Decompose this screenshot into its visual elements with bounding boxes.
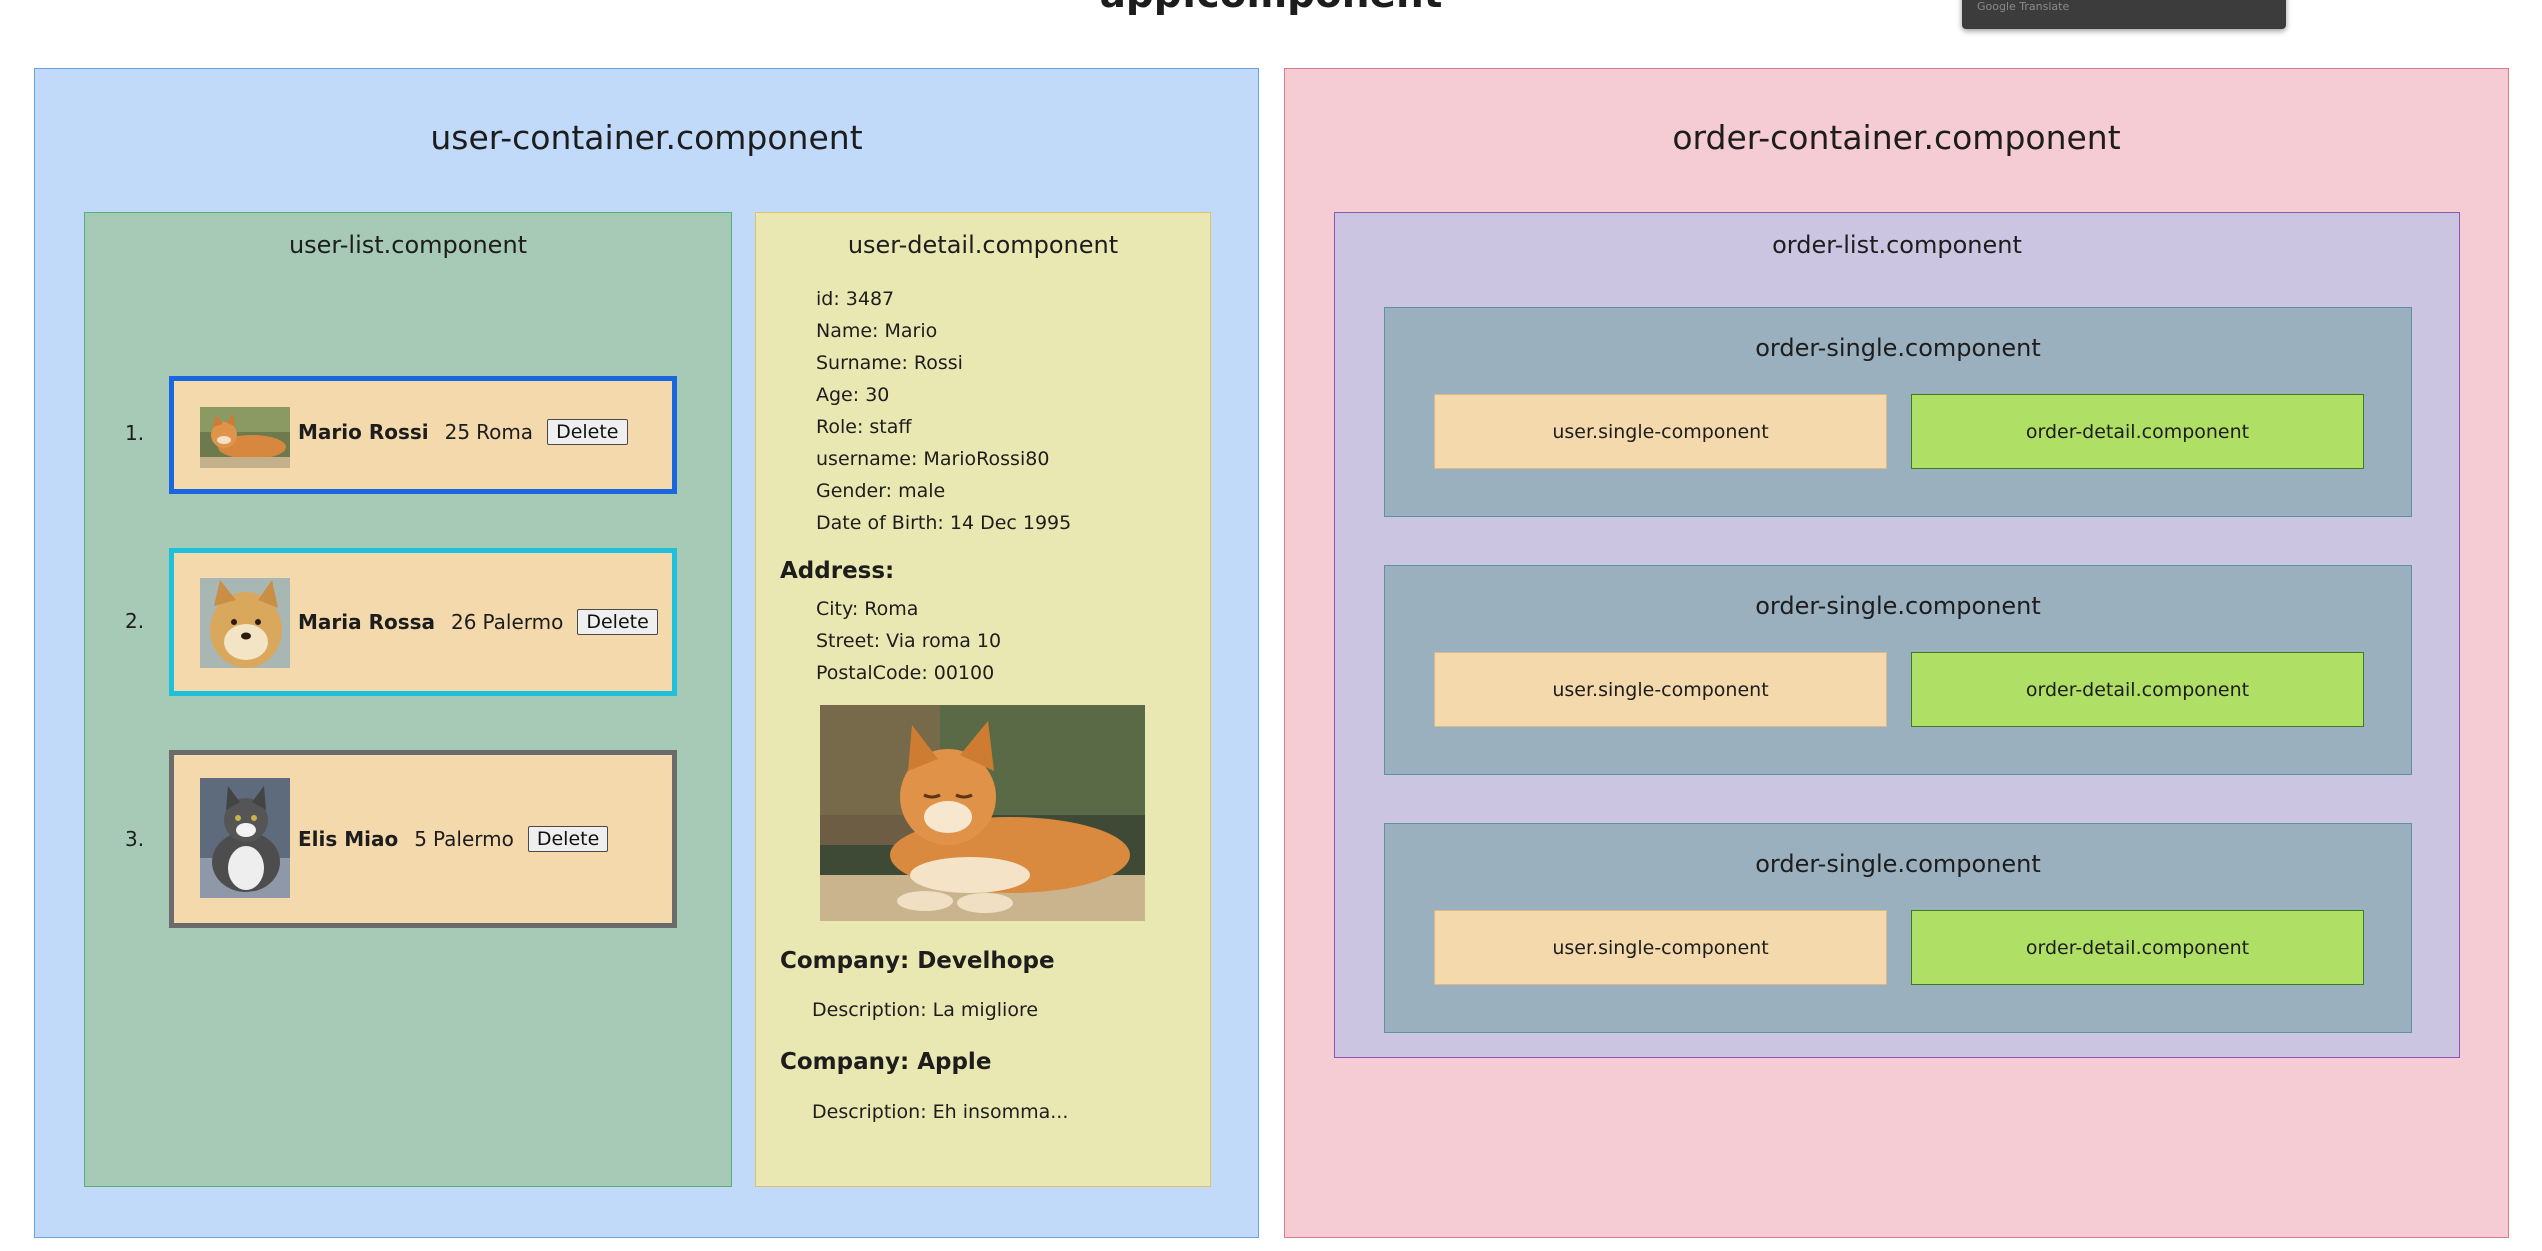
order-single-title: order-single.component: [1755, 334, 2041, 362]
user-photo-orange-cat: [820, 705, 1145, 921]
user-age: 5: [414, 827, 427, 851]
company-description: Description: La migliore: [812, 999, 1039, 1021]
order-list: order-list.component order-single.compon…: [1334, 212, 2460, 1058]
address-postal-code: PostalCode: 00100: [816, 662, 995, 684]
detail-surname: Surname: Rossi: [816, 352, 963, 374]
user-single-component: user.single-component: [1434, 394, 1887, 469]
user-age: 26: [451, 610, 477, 634]
user-detail-title: user-detail.component: [847, 231, 1119, 259]
user-age: 25: [444, 420, 471, 444]
order-container-title: order-container.component: [1672, 118, 2121, 157]
user-container: user-container.component user-list.compo…: [34, 68, 1259, 1238]
detail-date-of-birth: Date of Birth: 14 Dec 1995: [816, 512, 1072, 534]
user-name: Maria Rossa: [298, 610, 436, 634]
order-detail-component: order-detail.component: [1911, 910, 2364, 985]
order-detail-component: order-detail.component: [1911, 394, 2364, 469]
order-list-title: order-list.component: [1772, 231, 2022, 259]
address-city: City: Roma: [816, 598, 919, 620]
list-index: 3.: [125, 827, 145, 851]
user-card-mario-rossi[interactable]: 1. Mario Rossi 25 Roma Delete: [125, 376, 677, 494]
user-avatar-orange-cat: [200, 407, 290, 468]
company-heading: Company: Apple: [780, 1049, 992, 1075]
app-title: app.component: [0, 0, 2542, 17]
user-name: Mario Rossi: [298, 420, 429, 444]
order-single: order-single.component user.single-compo…: [1384, 823, 2412, 1033]
company-description: Description: Eh insomma...: [812, 1101, 1069, 1123]
delete-button[interactable]: Delete: [577, 609, 658, 635]
user-card-maria-rossa[interactable]: 2. Maria Rossa 26 Palermo Delete: [125, 548, 677, 696]
user-name: Elis Miao: [298, 827, 399, 851]
address-heading: Address:: [780, 558, 895, 584]
google-translate-popup[interactable]: Google Translate: [1962, 0, 2286, 29]
list-index: 2.: [125, 609, 145, 633]
user-list: user-list.component 1. Mario Rossi 25: [84, 212, 732, 1187]
google-translate-label: Google Translate: [1977, 0, 2070, 13]
detail-username: username: MarioRossi80: [816, 448, 1050, 470]
order-detail-component: order-detail.component: [1911, 652, 2364, 727]
company-heading: Company: Develhope: [780, 948, 1055, 974]
user-city: Palermo: [482, 610, 564, 634]
user-single-component: user.single-component: [1434, 652, 1887, 727]
user-card-elis-miao[interactable]: 3. Elis Miao 5 Palermo: [125, 750, 677, 928]
detail-age: Age: 30: [816, 384, 890, 406]
detail-role: Role: staff: [816, 416, 912, 438]
detail-name: Name: Mario: [816, 320, 938, 342]
user-city: Palermo: [432, 827, 514, 851]
user-city: Roma: [476, 420, 534, 444]
order-single: order-single.component user.single-compo…: [1384, 565, 2412, 775]
order-single-title: order-single.component: [1755, 592, 2041, 620]
user-single-component: user.single-component: [1434, 910, 1887, 985]
order-container: order-container.component order-list.com…: [1284, 68, 2509, 1238]
detail-gender: Gender: male: [816, 480, 946, 502]
order-single: order-single.component user.single-compo…: [1384, 307, 2412, 517]
detail-id: id: 3487: [816, 288, 895, 310]
address-street: Street: Via roma 10: [816, 630, 1002, 652]
list-index: 1.: [125, 421, 145, 445]
user-container-title: user-container.component: [430, 118, 863, 157]
user-list-title: user-list.component: [288, 231, 528, 259]
delete-button[interactable]: Delete: [527, 826, 609, 852]
user-avatar-tabby-cat: [200, 778, 290, 898]
order-single-title: order-single.component: [1755, 850, 2041, 878]
delete-button[interactable]: Delete: [547, 419, 628, 445]
user-avatar-shiba-dog: [200, 578, 290, 668]
user-detail: user-detail.component id: 3487 Name: Mar…: [755, 212, 1211, 1187]
